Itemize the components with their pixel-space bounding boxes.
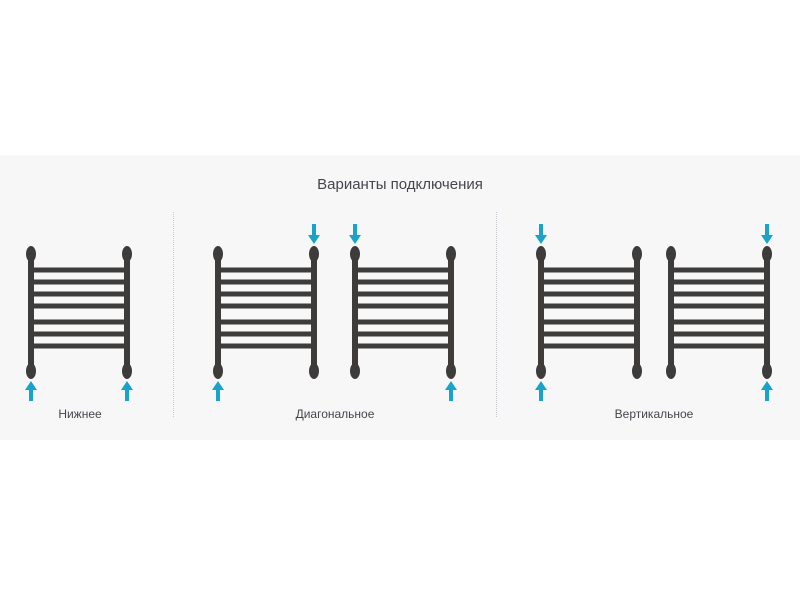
inlet-3a-arrow-down-shaft — [353, 224, 357, 235]
rail-4-right-bottom-cap — [632, 363, 642, 379]
rail-5-right-pipe — [764, 256, 770, 369]
rail-5-crossbar — [673, 279, 765, 285]
rail-2-left-pipe — [215, 256, 221, 369]
rail-4-right-pipe — [634, 256, 640, 369]
inlet-2b-arrow-up-shaft — [216, 389, 220, 401]
rail-3-crossbar — [357, 303, 449, 309]
rail-1-left-pipe — [28, 256, 34, 369]
rail-1-left-top-cap — [26, 246, 36, 262]
inlet-3a-arrow-down-icon — [349, 235, 361, 244]
rail-1-crossbar — [33, 319, 125, 325]
rail-2-right-bottom-cap — [309, 363, 319, 379]
inlet-4a-arrow-down-shaft — [539, 224, 543, 235]
rail-4-crossbar — [543, 343, 635, 349]
rail-5-crossbar — [673, 291, 765, 297]
rail-5-crossbar — [673, 343, 765, 349]
group-divider-1 — [173, 212, 174, 417]
rail-2-right-top-cap — [309, 246, 319, 262]
rail-1-crossbar — [33, 303, 125, 309]
rail-5-crossbar — [673, 267, 765, 273]
rail-2-crossbar — [220, 279, 312, 285]
rail-4-right-top-cap — [632, 246, 642, 262]
rail-2-crossbar — [220, 319, 312, 325]
rail-2-left-top-cap — [213, 246, 223, 262]
rail-1-crossbar — [33, 343, 125, 349]
rail-5-left-bottom-cap — [666, 363, 676, 379]
rail-3-right-pipe — [448, 256, 454, 369]
rail-3-crossbar — [357, 291, 449, 297]
rail-1-right-top-cap — [122, 246, 132, 262]
rail-3-crossbar — [357, 267, 449, 273]
caption-vertical-connection: Вертикальное — [614, 407, 694, 421]
inlet-4a-arrow-down-icon — [535, 235, 547, 244]
group-divider-2 — [496, 212, 497, 417]
rail-2-crossbar — [220, 303, 312, 309]
inlet-4b-arrow-up-shaft — [539, 389, 543, 401]
rail-3-crossbar — [357, 319, 449, 325]
rail-5-left-pipe — [668, 256, 674, 369]
inlet-5a-arrow-down-icon — [761, 235, 773, 244]
rail-1-crossbar — [33, 279, 125, 285]
rail-3-right-top-cap — [446, 246, 456, 262]
rail-3-left-pipe — [352, 256, 358, 369]
rail-2-right-pipe — [311, 256, 317, 369]
rail-2-crossbar — [220, 343, 312, 349]
inlet-2a-arrow-down-shaft — [312, 224, 316, 235]
rail-4-crossbar — [543, 331, 635, 337]
inlet-5a-arrow-down-shaft — [765, 224, 769, 235]
rail-4-crossbar — [543, 267, 635, 273]
rail-4-crossbar — [543, 279, 635, 285]
rail-4-crossbar — [543, 303, 635, 309]
inlet-3b-arrow-up-icon — [445, 381, 457, 390]
rail-3-left-bottom-cap — [350, 363, 360, 379]
rail-4-left-bottom-cap — [536, 363, 546, 379]
rail-5-crossbar — [673, 331, 765, 337]
caption-diagonal-connection: Диагональное — [295, 407, 375, 421]
rail-5-crossbar — [673, 303, 765, 309]
rail-1-crossbar — [33, 267, 125, 273]
rail-4-left-top-cap — [536, 246, 546, 262]
inlet-1b-arrow-up-shaft — [125, 389, 129, 401]
rail-1-left-bottom-cap — [26, 363, 36, 379]
rail-3-crossbar — [357, 331, 449, 337]
inlet-1b-arrow-up-icon — [121, 381, 133, 390]
rail-5-crossbar — [673, 319, 765, 325]
rail-3-left-top-cap — [350, 246, 360, 262]
inlet-5b-arrow-up-icon — [761, 381, 773, 390]
rail-4-crossbar — [543, 319, 635, 325]
inlet-3b-arrow-up-shaft — [449, 389, 453, 401]
diagram-title: Варианты подключения — [317, 176, 483, 193]
inlet-1a-arrow-up-icon — [25, 381, 37, 390]
rail-5-left-top-cap — [666, 246, 676, 262]
rail-2-left-bottom-cap — [213, 363, 223, 379]
rail-4-left-pipe — [538, 256, 544, 369]
rail-5-right-bottom-cap — [762, 363, 772, 379]
rail-2-crossbar — [220, 291, 312, 297]
inlet-5b-arrow-up-shaft — [765, 389, 769, 401]
rail-2-crossbar — [220, 331, 312, 337]
inlet-1a-arrow-up-shaft — [29, 389, 33, 401]
inlet-2a-arrow-down-icon — [308, 235, 320, 244]
rail-3-crossbar — [357, 279, 449, 285]
inlet-4b-arrow-up-icon — [535, 381, 547, 390]
rail-2-crossbar — [220, 267, 312, 273]
inlet-2b-arrow-up-icon — [212, 381, 224, 390]
rail-4-crossbar — [543, 291, 635, 297]
rail-1-crossbar — [33, 331, 125, 337]
caption-bottom-connection: Нижнее — [58, 407, 102, 421]
rail-3-crossbar — [357, 343, 449, 349]
rail-1-crossbar — [33, 291, 125, 297]
rail-3-right-bottom-cap — [446, 363, 456, 379]
diagram-background — [0, 155, 800, 440]
rail-5-right-top-cap — [762, 246, 772, 262]
rail-1-right-bottom-cap — [122, 363, 132, 379]
rail-1-right-pipe — [124, 256, 130, 369]
